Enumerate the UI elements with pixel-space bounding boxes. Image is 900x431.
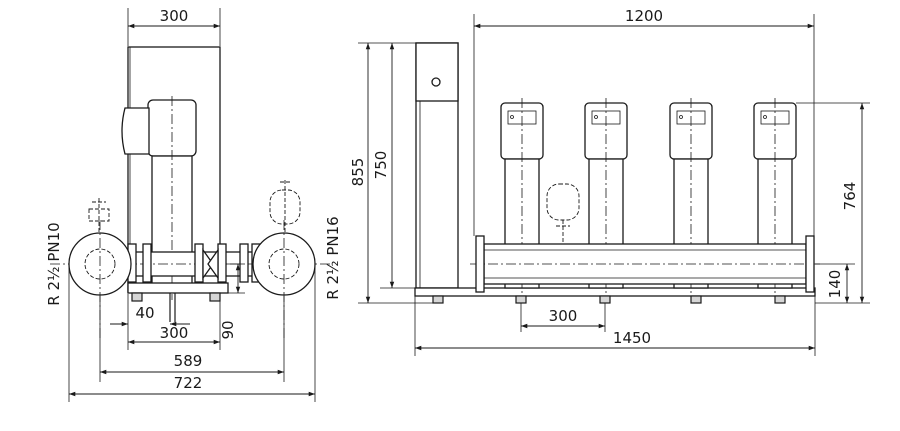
dim-side-top-width: 300 [160,7,189,25]
dim-front-cabinet-height: 750 [372,151,390,180]
side-view-dimensions: 300 40 300 90 589 722 R 2½ PN10 R 2½ PN1… [45,7,342,402]
dim-front-foot-spacing: 300 [549,307,578,325]
front-expansion-vessel [546,183,580,221]
dim-front-total-length: 1450 [613,329,651,347]
dim-side-inner-width: 589 [174,352,203,370]
dim-side-foot-offset: 40 [135,304,154,322]
label-outlet-connection: R 2½ PN16 [324,216,342,299]
side-view [50,46,330,340]
front-base-frame [414,287,816,297]
dim-front-header-height: 764 [841,182,859,211]
dim-side-foot-spacing: 300 [160,324,189,342]
front-view [414,42,820,304]
dim-side-height-low: 90 [219,320,237,339]
front-pump-2 [584,98,628,295]
side-base-frame [127,282,229,294]
front-view-dimensions: 1200 855 750 764 140 300 1450 [349,7,870,356]
dim-front-pipe-height: 140 [826,270,844,299]
dim-front-total-height: 855 [349,158,367,187]
front-cabinet-knob [431,77,441,87]
label-inlet-connection: R 2½ PN10 [45,222,63,305]
dim-front-pump-span: 1200 [625,7,663,25]
dim-side-outer-width: 722 [174,374,203,392]
